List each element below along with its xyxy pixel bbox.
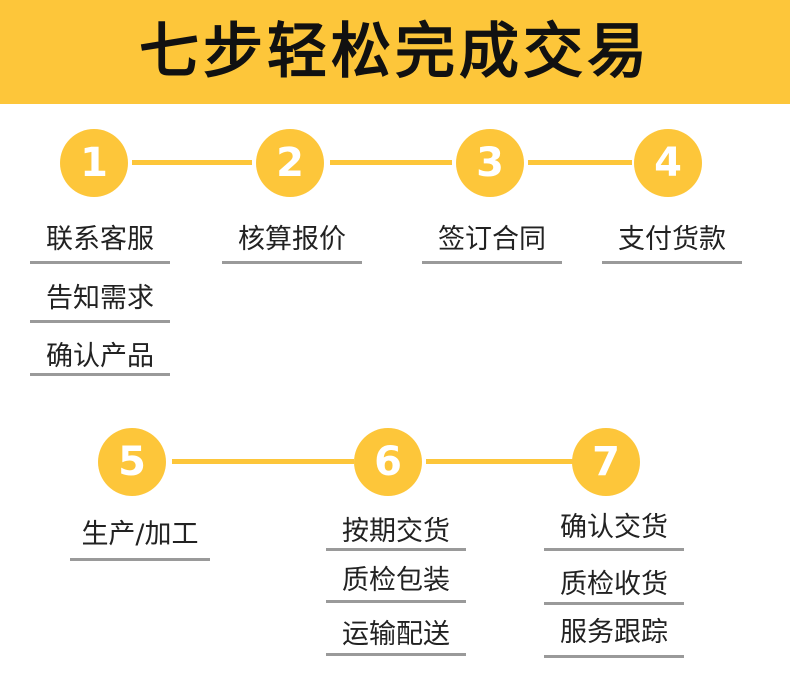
- step-6-item-3: 运输配送: [342, 619, 450, 650]
- step-2-number: 2: [256, 129, 324, 197]
- step-1-item-2-underline: [30, 320, 170, 323]
- step-6-item-2: 质检包装: [342, 565, 450, 596]
- step-4-item-1-underline: [602, 261, 742, 264]
- step-2-item-1: 核算报价: [238, 224, 346, 255]
- step-7-item-3: 服务跟踪: [560, 617, 668, 648]
- connector-2-3: [330, 160, 452, 165]
- step-6-item-1-underline: [326, 548, 466, 551]
- connector-3-4: [528, 160, 632, 165]
- step-3-item-1: 签订合同: [438, 224, 546, 255]
- step-2-item-1-underline: [222, 261, 362, 264]
- page-title: 七步轻松完成交易: [139, 17, 651, 87]
- step-1-item-1-underline: [30, 261, 170, 264]
- step-7-number: 7: [572, 428, 640, 496]
- step-1-number: 1: [60, 129, 128, 197]
- step-1-item-3: 确认产品: [46, 341, 154, 372]
- step-7-item-1-underline: [544, 548, 684, 551]
- step-7-item-2: 质检收货: [560, 569, 668, 600]
- connector-1-2: [132, 160, 252, 165]
- step-6-item-2-underline: [326, 600, 466, 603]
- step-5-item-1-underline: [70, 558, 210, 561]
- step-7-item-2-underline: [544, 602, 684, 605]
- step-5-item-1: 生产/加工: [81, 519, 199, 550]
- step-6-number: 6: [354, 428, 422, 496]
- step-1-item-2: 告知需求: [46, 283, 154, 314]
- connector-5-6: [172, 459, 354, 464]
- step-5-number: 5: [98, 428, 166, 496]
- step-6-item-1: 按期交货: [342, 516, 450, 547]
- step-4-item-1: 支付货款: [618, 224, 726, 255]
- step-6-item-3-underline: [326, 653, 466, 656]
- step-3-item-1-underline: [422, 261, 562, 264]
- step-4-number: 4: [634, 129, 702, 197]
- connector-6-7: [426, 459, 574, 464]
- step-3-number: 3: [456, 129, 524, 197]
- step-7-item-3-underline: [544, 655, 684, 658]
- step-7-item-1: 确认交货: [560, 512, 668, 543]
- step-1-item-3-underline: [30, 373, 170, 376]
- title-banner: [0, 0, 790, 104]
- step-1-item-1: 联系客服: [46, 224, 154, 255]
